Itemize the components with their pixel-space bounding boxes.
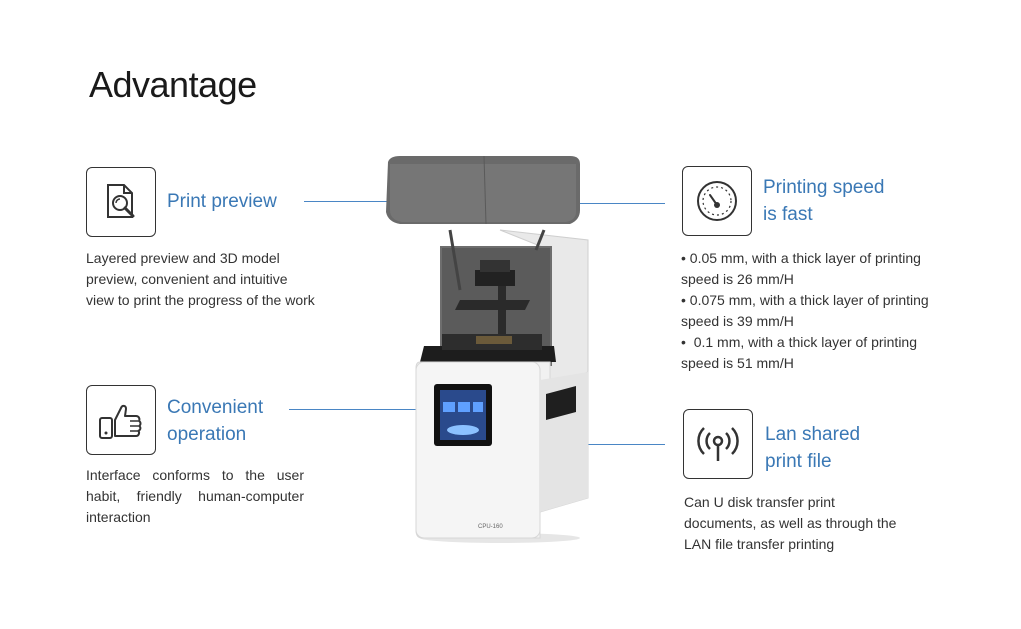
list-item: • 0.05 mm, with a thick layer of printin… bbox=[681, 250, 921, 287]
convenient-operation-icon-box bbox=[86, 385, 156, 455]
printer-illustration: CPU-160 bbox=[386, 155, 589, 543]
thumbs-up-phone-icon bbox=[99, 404, 142, 439]
printing-speed-list: • 0.05 mm, with a thick layer of printin… bbox=[681, 248, 971, 374]
lan-shared-title: Lan shared print file bbox=[765, 421, 860, 475]
magnifier-document-icon bbox=[107, 184, 135, 218]
lan-shared-title-line1: Lan shared bbox=[765, 424, 861, 445]
speed-item-line1: 0.1 mm, with a thick layer of printing bbox=[693, 334, 917, 350]
printing-speed-icon-box bbox=[682, 166, 752, 236]
print-preview-title: Print preview bbox=[167, 191, 277, 212]
speed-item-line1: 0.075 mm, with a thick layer of printing bbox=[689, 292, 929, 308]
printing-speed-title: Printing speed is fast bbox=[763, 174, 884, 228]
speed-item-line2: speed is 51 mm/H bbox=[681, 355, 794, 371]
speed-item-line1: 0.05 mm, with a thick layer of printing bbox=[689, 250, 921, 266]
convenient-operation-connector bbox=[289, 409, 444, 410]
page-title: Advantage bbox=[89, 64, 257, 105]
list-item: • 0.1 mm, with a thick layer of printing… bbox=[681, 334, 917, 371]
convenient-operation-title-line1: Convenient bbox=[167, 397, 264, 418]
printing-speed-title-line2: is fast bbox=[763, 204, 813, 225]
print-preview-desc: Layered preview and 3D model preview, co… bbox=[86, 250, 315, 308]
speed-item-line2: speed is 39 mm/H bbox=[681, 313, 794, 329]
convenient-operation-desc: Interface conforms to the user habit, fr… bbox=[86, 467, 304, 525]
convenient-operation-title: Convenient operation bbox=[167, 394, 263, 448]
speedometer-icon bbox=[697, 181, 737, 221]
lan-shared-title-line2: print file bbox=[765, 451, 832, 472]
wireless-signal-icon bbox=[697, 427, 739, 461]
lan-shared-desc: Can U disk transfer print documents, as … bbox=[684, 494, 897, 552]
lan-shared-icon-box bbox=[683, 409, 753, 479]
printer-label: CPU-160 bbox=[478, 524, 503, 530]
convenient-operation-title-line2: operation bbox=[167, 424, 247, 445]
printing-speed-title-line1: Printing speed bbox=[763, 177, 885, 198]
speed-item-line2: speed is 26 mm/H bbox=[681, 271, 794, 287]
print-preview-icon-box bbox=[86, 167, 156, 237]
print-preview-connector bbox=[304, 201, 468, 202]
list-item: • 0.075 mm, with a thick layer of printi… bbox=[681, 292, 929, 329]
lan-shared-connector bbox=[537, 444, 665, 445]
